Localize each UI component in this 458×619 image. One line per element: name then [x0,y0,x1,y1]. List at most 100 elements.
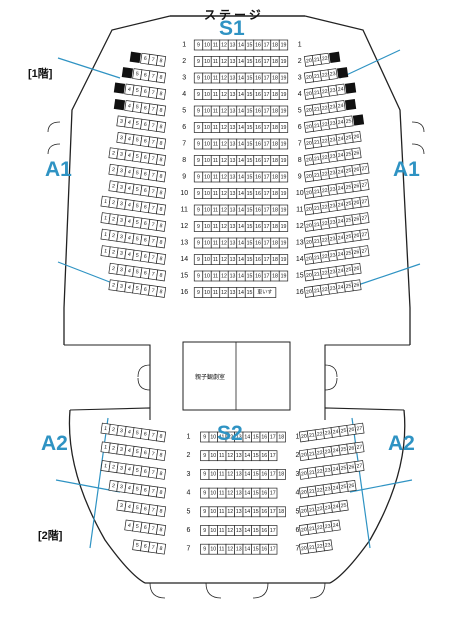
seat-f1-r10-19[interactable]: 19 [278,188,289,199]
seat-f1-r3-10[interactable]: 10 [202,72,212,84]
seat-f2-r3-18[interactable]: 18 [276,469,286,480]
seat-f2-r3-16[interactable]: 16 [259,469,269,480]
seat-f1-left-r7-4[interactable]: 4 [124,149,135,162]
seat-f1-r10-14[interactable]: 14 [236,188,246,199]
seat-f1-r11-17[interactable]: 17 [261,204,272,216]
seat-f2-right-r7-23[interactable]: 23 [322,539,333,552]
seat-f1-r7-10[interactable]: 10 [202,138,212,150]
seat-f2-left-r3-1[interactable]: 1 [100,460,111,472]
seat-f2-r3-15[interactable]: 15 [251,469,261,480]
seat-f1-r6-13[interactable]: 13 [227,122,238,133]
seat-f1-r4-10[interactable]: 10 [202,89,212,100]
seat-f1-left-r9-8[interactable]: 8 [155,187,167,199]
seat-f2-r6-12[interactable]: 12 [225,525,235,536]
seat-f1-r8-12[interactable]: 12 [219,155,229,166]
seat-f1-r1-18[interactable]: 18 [270,39,280,51]
seat-f2-r5-18[interactable]: 18 [276,506,286,518]
seat-f2-r6-13[interactable]: 13 [234,525,244,536]
seat-f1-left-r11-1[interactable]: 1 [100,212,111,225]
seat-f1-r3-19[interactable]: 19 [278,72,289,84]
seat-f1-r11-13[interactable]: 13 [227,204,238,216]
seat-f2-left-r5-3[interactable]: 3 [116,499,127,512]
seat-f2-r2-12[interactable]: 12 [225,450,235,462]
seat-f1-left-r14-8[interactable]: 8 [155,269,167,282]
seat-f1-r2-14[interactable]: 14 [236,56,246,67]
seat-f2-r3-17[interactable]: 17 [268,469,278,480]
seat-f1-right-r9-22[interactable]: 22 [319,184,330,197]
seat-f1-r3-17[interactable]: 17 [261,72,272,84]
seat-f1-r16-9[interactable]: 9 [193,287,204,298]
seat-f1-r13-13[interactable]: 13 [227,237,238,249]
seat-f1-r3-9[interactable]: 9 [193,72,204,84]
seat-f2-right-r1-27[interactable]: 27 [354,422,365,435]
seat-f1-right-r9-21[interactable]: 21 [311,185,322,198]
seat-f1-r1-11[interactable]: 11 [210,39,221,51]
seat-f1-r16-10[interactable]: 10 [202,287,212,298]
seat-f1-r1-17[interactable]: 17 [261,39,272,51]
seat-f1-right-r7-25[interactable]: 25 [343,148,354,161]
seat-f1-r11-19[interactable]: 19 [278,204,289,216]
seat-f1-right-r15-21[interactable]: 21 [311,284,322,297]
seat-f1-r2-16[interactable]: 16 [253,56,263,67]
seat-f2-r5-14[interactable]: 14 [242,506,252,518]
seat-f1-r1-10[interactable]: 10 [202,39,212,51]
seat-f1-r5-16[interactable]: 16 [253,105,263,117]
seat-f1-r12-18[interactable]: 18 [270,221,280,232]
seat-f1-left-r14-6[interactable]: 6 [140,267,151,280]
seat-f1-left-r11-6[interactable]: 6 [140,217,151,230]
seat-f1-r2-12[interactable]: 12 [219,56,229,67]
seat-f1-r11-12[interactable]: 12 [219,204,229,216]
seat-f1-r14-19[interactable]: 19 [278,254,289,265]
seat-f1-r9-18[interactable]: 18 [270,171,280,183]
seat-f1-right-r7-26[interactable]: 26 [351,147,362,160]
seat-f2-left-r3-8[interactable]: 8 [155,467,167,480]
seat-f2-r7-13[interactable]: 13 [234,543,244,555]
seat-f2-right-r2-27[interactable]: 27 [354,441,365,454]
seat-f2-r3-10[interactable]: 10 [208,469,218,480]
seat-f1-r2-19[interactable]: 19 [278,56,289,67]
seat-f1-left-r4-6[interactable]: 6 [140,102,151,115]
seat-f2-r3-9[interactable]: 9 [200,469,210,480]
seat-f2-r4-14[interactable]: 14 [242,487,252,499]
seat-f2-r4-16[interactable]: 16 [259,487,269,499]
seat-f1-right-r10-26[interactable]: 26 [351,196,362,209]
seat-f2-left-r4-6[interactable]: 6 [140,484,151,497]
seat-f1-r6-14[interactable]: 14 [236,122,246,133]
seat-f1-r5-13[interactable]: 13 [227,105,238,117]
seat-f2-r1-17[interactable]: 17 [268,431,278,443]
seat-f1-r10-15[interactable]: 15 [244,188,255,199]
seat-f1-r14-18[interactable]: 18 [270,254,280,265]
seat-f2-r7-10[interactable]: 10 [208,543,218,555]
seat-f2-r5-15[interactable]: 15 [251,506,261,518]
seat-f1-r13-11[interactable]: 11 [210,237,221,249]
seat-f2-r3-14[interactable]: 14 [242,469,252,480]
seat-f2-left-r7-8[interactable]: 8 [155,542,167,555]
seat-f1-r4-15[interactable]: 15 [244,89,255,100]
seat-f1-left-r12-7[interactable]: 7 [148,235,159,248]
seat-f1-r15-10[interactable]: 10 [202,270,212,282]
seat-f1-r1-13[interactable]: 13 [227,39,238,51]
seat-f2-left-r3-4[interactable]: 4 [124,463,135,476]
seat-f1-r10-12[interactable]: 12 [219,188,229,199]
seat-f1-left-r10-2[interactable]: 2 [108,196,119,209]
seat-f1-right-r13-27[interactable]: 27 [359,245,370,258]
seat-f1-right-r6-26[interactable]: 26 [351,130,362,143]
seat-f1-r14-17[interactable]: 17 [261,254,272,265]
seat-f1-left-r8-5[interactable]: 5 [132,167,143,180]
seat-f1-r2-13[interactable]: 13 [227,56,238,67]
seat-f1-right-r8-27[interactable]: 27 [359,162,370,175]
seat-f2-r6-17[interactable]: 17 [268,525,278,536]
seat-f1-r4-16[interactable]: 16 [253,89,263,100]
seat-f1-r13-15[interactable]: 15 [244,237,255,249]
seat-f1-r15-16[interactable]: 16 [253,270,263,282]
seat-f2-r7-16[interactable]: 16 [259,543,269,555]
seat-f1-right-r7-21[interactable]: 21 [311,152,322,165]
seat-f1-r9-16[interactable]: 16 [253,171,263,183]
seat-f2-left-r2-8[interactable]: 8 [155,449,167,462]
seat-f1-r10-13[interactable]: 13 [227,188,238,199]
seat-f1-left-r11-5[interactable]: 5 [132,216,143,229]
seat-f2-r1-18[interactable]: 18 [276,431,286,443]
seat-f1-r3-12[interactable]: 12 [219,72,229,84]
seat-f1-r6-11[interactable]: 11 [210,122,221,133]
seat-f1-r1-12[interactable]: 12 [219,39,229,51]
